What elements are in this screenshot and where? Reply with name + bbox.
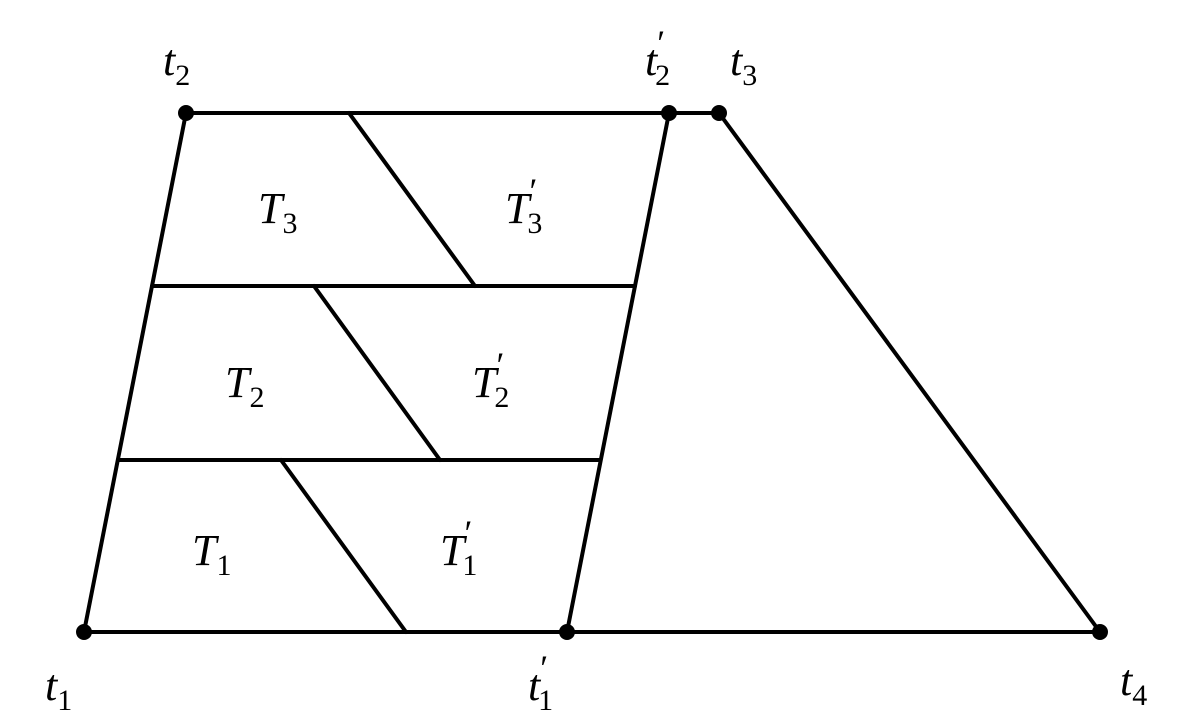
region-label-T3-prime: T′3 [505,171,542,240]
edge-t3-t4 [717,111,1102,634]
region-label-T1-prime: T′1 [440,513,477,582]
vertex-t2p-dot [661,105,677,121]
vertex-t3-dot [711,105,727,121]
region-label-T2: T2 [225,358,264,414]
vertex-label-t1-prime: t′1 [528,648,553,717]
vertex-label-t1: t1 [45,661,72,717]
vertex-label-t4: t4 [1120,656,1147,712]
region-label-T2-prime: T′2 [472,345,509,414]
region-label-T3: T3 [258,184,297,240]
vertex-t1p-dot [559,624,575,640]
vertex-t2-dot [178,105,194,121]
diagonal-cut-bottom [279,458,408,634]
edge-t1p-t2p [565,111,671,634]
diagonal-cut-middle [312,284,442,462]
vertex-label-t3: t3 [730,36,757,92]
vertex-label-t2-prime: t′2 [645,23,670,92]
vertex-label-t2: t2 [163,36,190,92]
vertex-t1-dot [76,624,92,640]
region-label-T1: T1 [192,526,231,582]
vertex-t4-dot [1092,624,1108,640]
diagonal-cut-top [347,111,477,288]
edge-t1-t2 [82,111,188,634]
